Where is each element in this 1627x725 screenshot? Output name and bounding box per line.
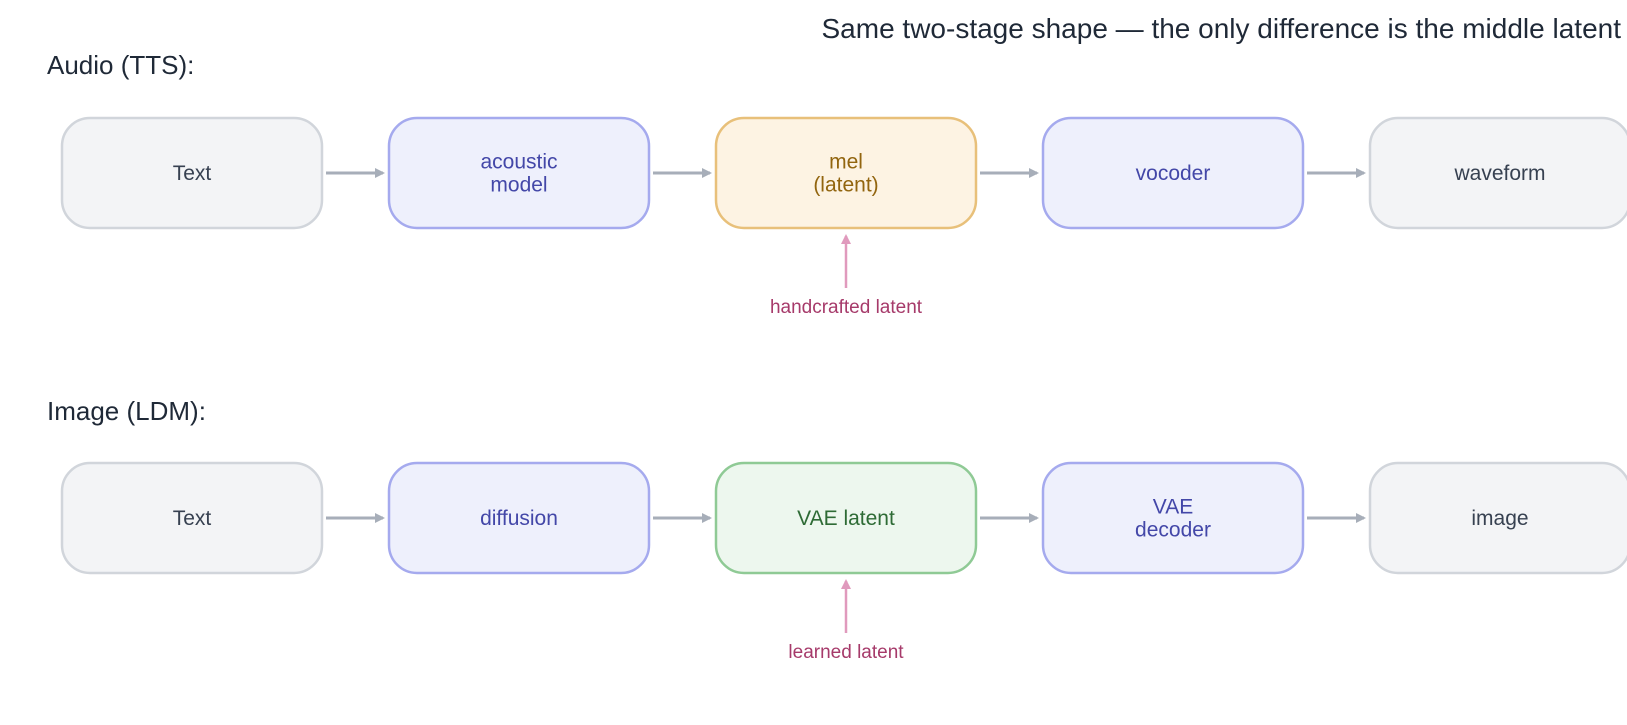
node-label-vae-latent: VAE latent xyxy=(797,507,895,530)
node-box-image xyxy=(1368,461,1627,575)
node-label-mel-latent: mel xyxy=(829,151,863,174)
node-label-vocoder: vocoder xyxy=(1136,162,1211,185)
node-box-text xyxy=(60,116,324,230)
node-label-vae-decoder: VAE xyxy=(1153,496,1193,519)
node-label-mel-latent: (latent) xyxy=(813,174,878,197)
node-label-text: Text xyxy=(173,162,212,185)
diagram-caption: Same two-stage shape — the only differen… xyxy=(822,13,1622,44)
node-label-waveform: waveform xyxy=(1453,162,1545,185)
node-label-text: Text xyxy=(173,507,212,530)
node-label-diffusion: diffusion xyxy=(480,507,558,530)
node-box-acoustic-model xyxy=(387,116,651,230)
node-box-waveform xyxy=(1368,116,1627,230)
latent-annotation-label: learned latent xyxy=(788,642,904,663)
node-label-vae-decoder: decoder xyxy=(1135,519,1211,542)
node-box-vae-decoder xyxy=(1041,461,1305,575)
row-label-image: Image (LDM): xyxy=(47,396,206,426)
node-box-text xyxy=(60,461,324,575)
node-box-vae-latent xyxy=(714,461,978,575)
node-label-image: image xyxy=(1471,507,1528,530)
row-label-audio: Audio (TTS): xyxy=(47,50,194,80)
node-label-acoustic-model: acoustic xyxy=(480,151,557,174)
node-box-diffusion xyxy=(387,461,651,575)
node-box-vocoder xyxy=(1041,116,1305,230)
node-label-acoustic-model: model xyxy=(490,174,547,197)
node-box-mel-latent xyxy=(714,116,978,230)
latent-annotation-label: handcrafted latent xyxy=(770,297,923,318)
